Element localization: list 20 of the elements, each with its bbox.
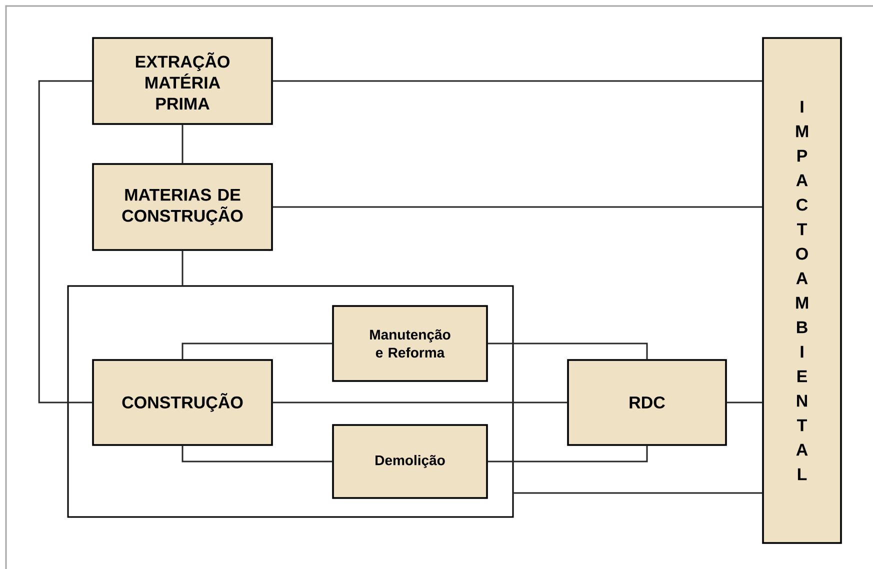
process-box: Demolição	[332, 424, 488, 499]
connector-line	[726, 402, 762, 404]
connector-line	[182, 124, 184, 164]
connector-line	[182, 342, 332, 360]
connector-line	[272, 206, 762, 208]
connector-line	[514, 492, 762, 494]
connector-line	[272, 80, 762, 82]
connector-line	[182, 250, 184, 286]
impact-bar: IMPACTO AMBIENTAL	[762, 37, 842, 544]
connector-line	[488, 342, 648, 360]
process-box: EXTRAÇÃO MATÉRIA PRIMA	[92, 37, 273, 125]
process-box: Manutenção e Reforma	[332, 305, 488, 382]
connector-line	[38, 80, 92, 404]
connector-line	[272, 402, 568, 404]
connector-line	[488, 446, 648, 462]
process-box: RDC	[567, 359, 727, 446]
group-frame	[67, 285, 514, 518]
process-box: CONSTRUÇÃO	[92, 359, 273, 446]
connector-line	[182, 446, 332, 462]
process-box: MATERIAS DE CONSTRUÇÃO	[92, 163, 273, 251]
